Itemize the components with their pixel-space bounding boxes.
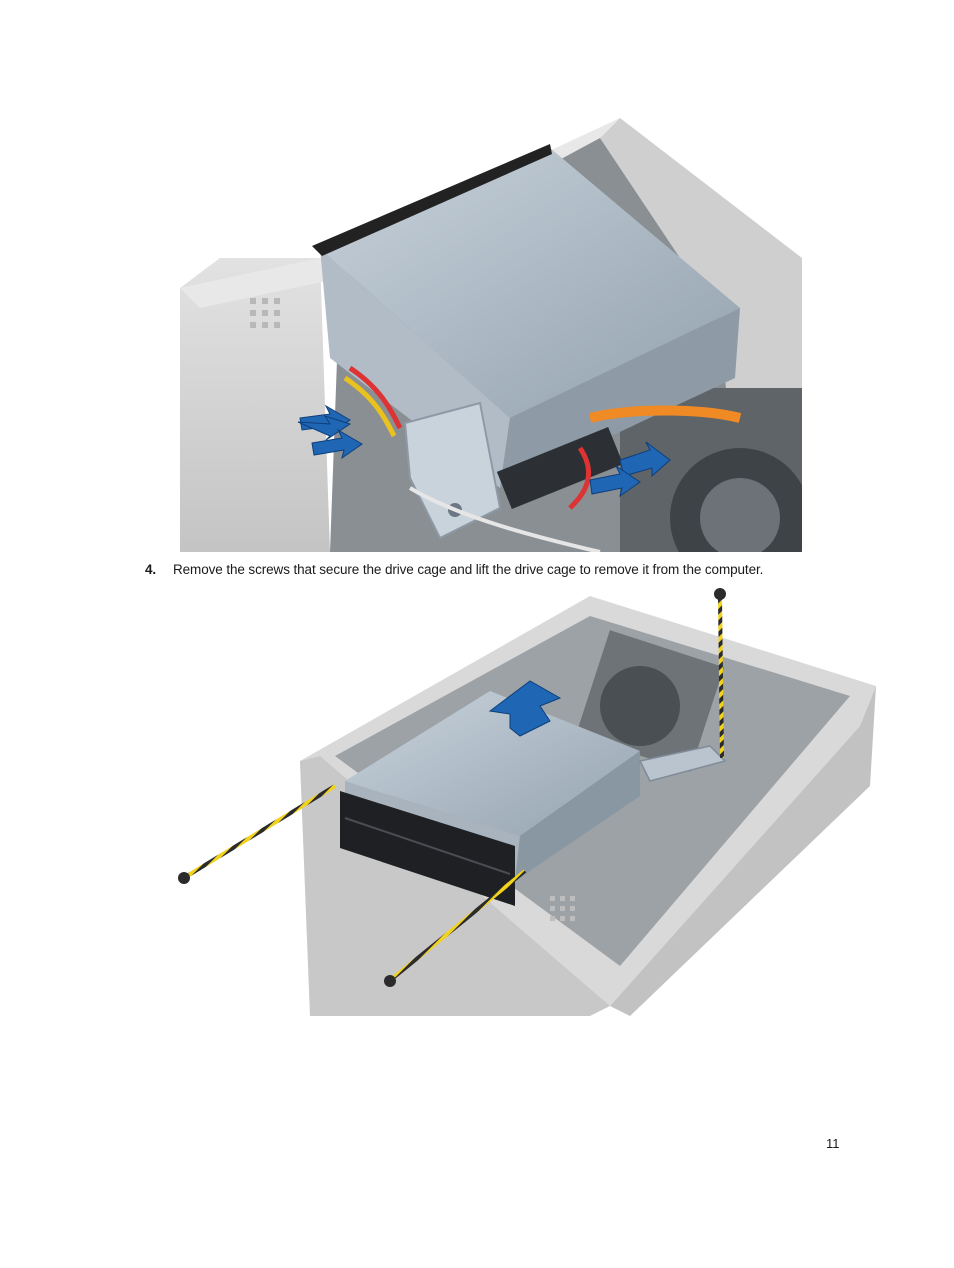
page-number: 11 bbox=[826, 1136, 840, 1151]
step-text: Remove the screws that secure the drive … bbox=[173, 562, 764, 577]
step-number: 4. bbox=[145, 562, 157, 577]
figure-disconnect-cables bbox=[180, 118, 802, 552]
figure-remove-drive-cage bbox=[178, 588, 876, 1016]
